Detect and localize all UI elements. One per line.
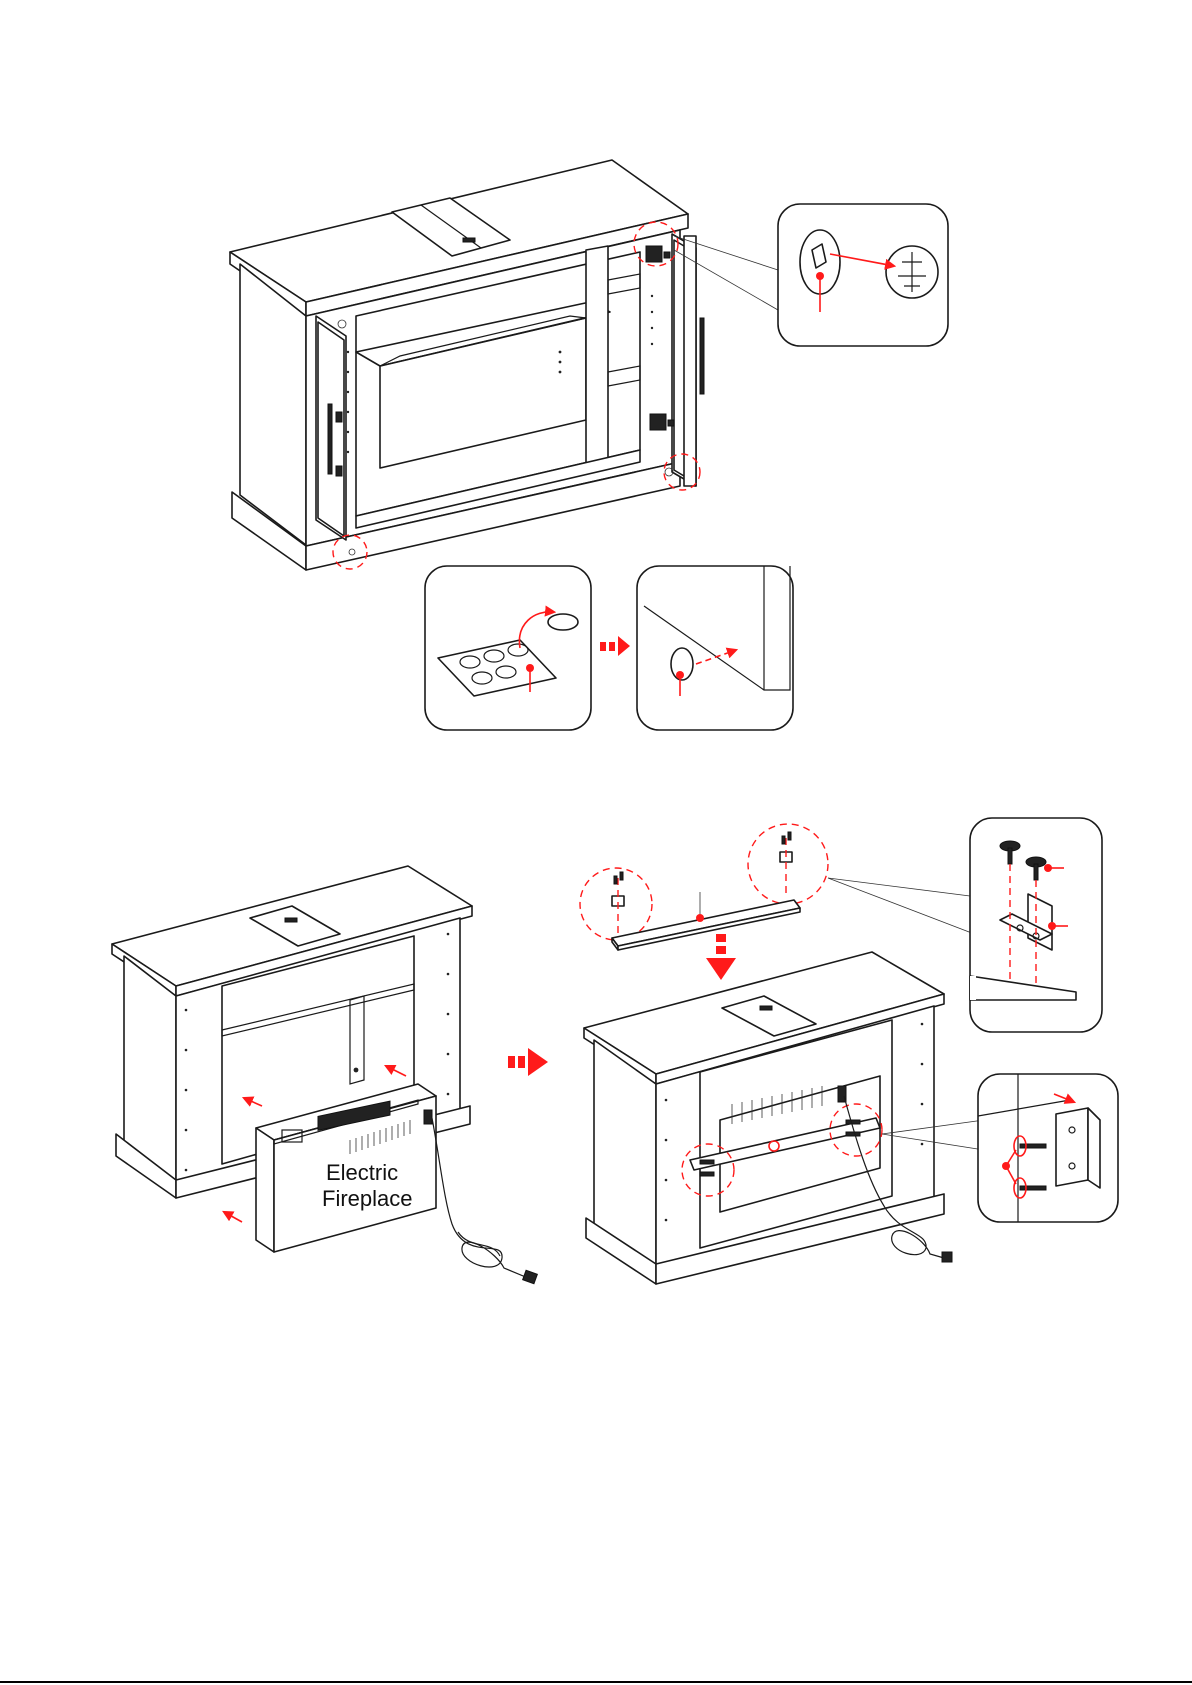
bumper-sheet-detail — [425, 566, 591, 730]
fireplace-label-line2: Fireplace — [322, 1186, 412, 1211]
fireplace-label-line1: Electric — [326, 1160, 398, 1185]
mantel-installed — [584, 952, 952, 1284]
bumper-apply-detail — [637, 566, 793, 730]
cabinet-open-doors — [230, 160, 704, 570]
step-transition-arrow-2 — [508, 1048, 548, 1076]
page-bottom-rule — [0, 1681, 1192, 1683]
hinge-cam-detail — [674, 204, 948, 346]
top-mounting-rail — [580, 824, 828, 980]
step-transition-arrow-1 — [600, 636, 630, 656]
mantel-with-fireplace-insert: Electric Fireplace — [112, 866, 537, 1284]
